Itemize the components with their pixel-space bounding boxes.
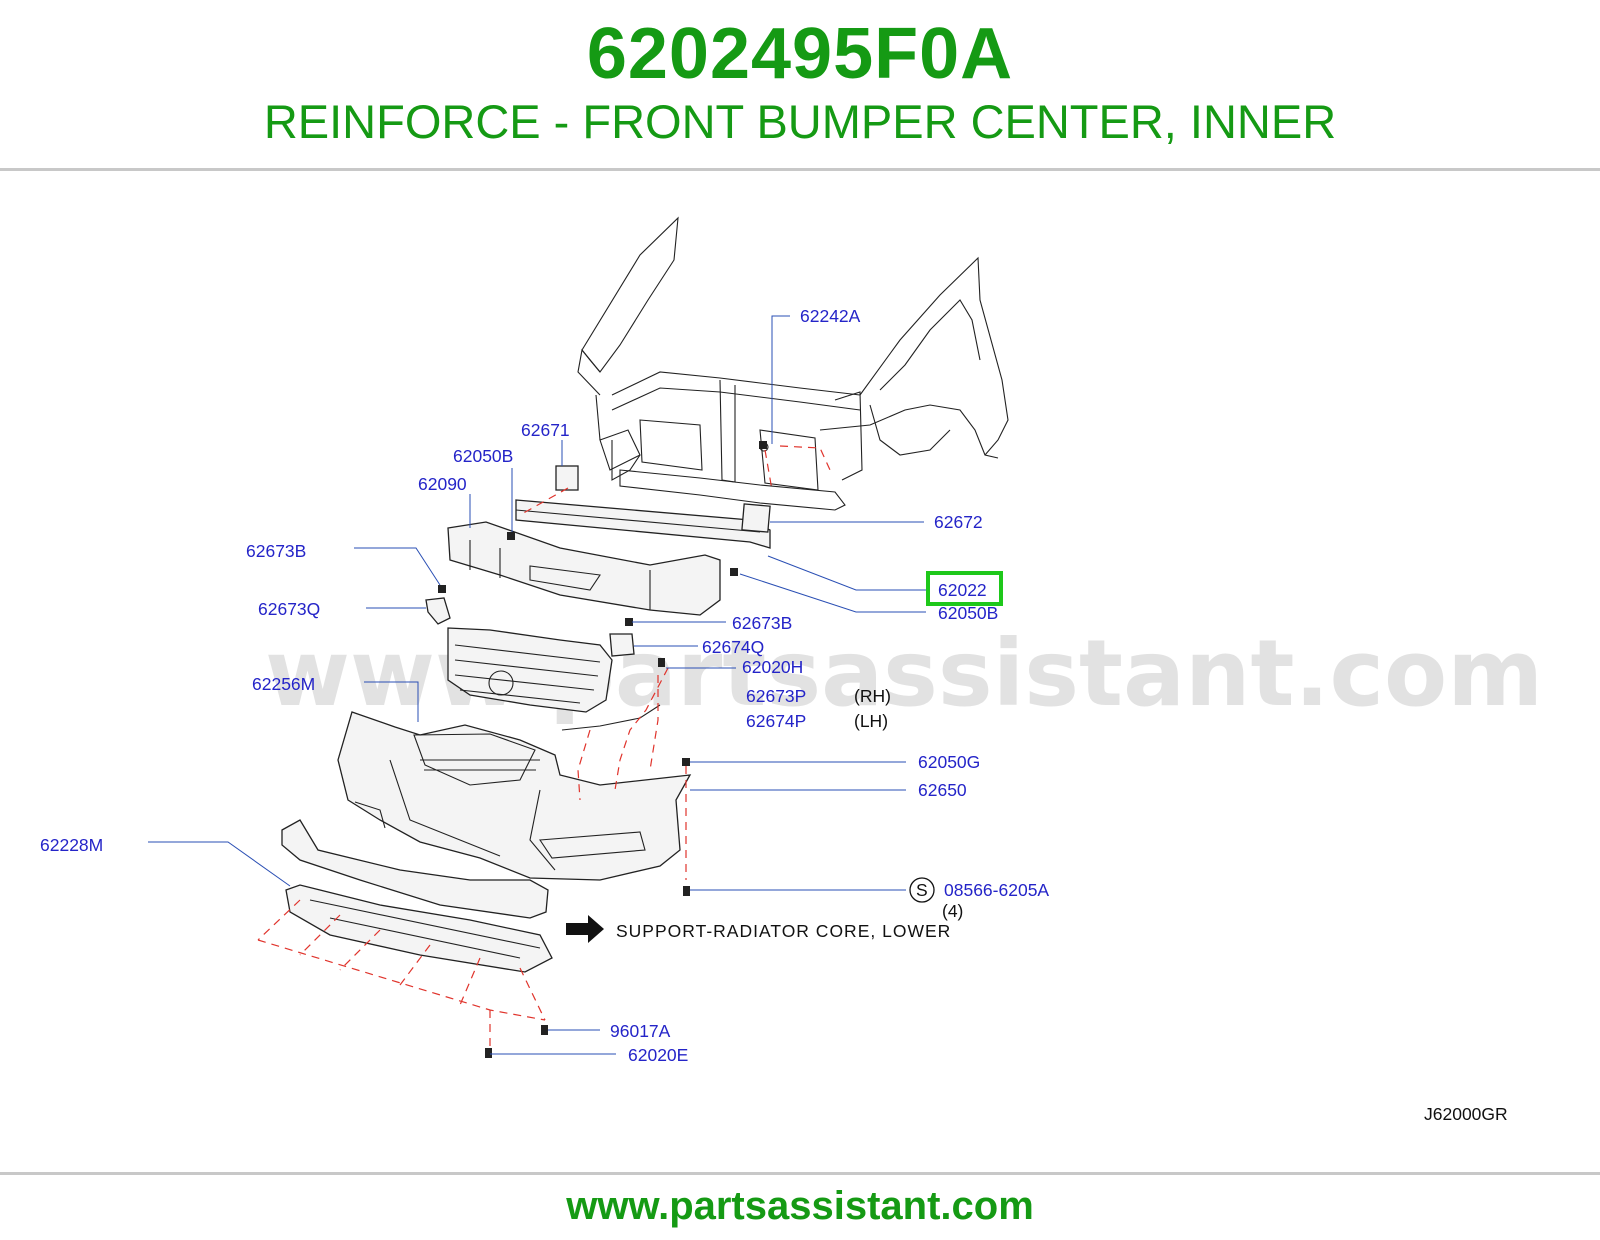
- note-s-marker: S: [916, 880, 928, 900]
- callout-96017A[interactable]: 96017A: [610, 1021, 671, 1041]
- standard-part-marker: [909, 877, 935, 903]
- part-description: REINFORCE - FRONT BUMPER CENTER, INNER: [263, 95, 1337, 148]
- arrow-right-icon: [566, 915, 604, 943]
- callout-62050B-right[interactable]: 62050B: [938, 603, 998, 623]
- callout-62020E[interactable]: 62020E: [628, 1045, 688, 1065]
- callout-62672[interactable]: 62672: [934, 512, 983, 532]
- callout-62228M[interactable]: 62228M: [40, 835, 103, 855]
- callout-62673B-left[interactable]: 62673B: [246, 541, 306, 561]
- part-number-title: 6202495F0A: [586, 14, 1014, 94]
- callout-62650[interactable]: 62650: [918, 780, 967, 800]
- callout-62673Q[interactable]: 62673Q: [258, 599, 320, 619]
- note-lh: (LH): [854, 711, 888, 731]
- note-quantity: (4): [942, 901, 963, 921]
- bumper-fascia-illustration: [337, 711, 692, 881]
- drawing-code: J62000GR: [1424, 1104, 1508, 1124]
- callout-62050B-top[interactable]: 62050B: [453, 446, 513, 466]
- callout-62242A[interactable]: 62242A: [800, 306, 861, 326]
- callout-62673P[interactable]: 62673P: [746, 686, 806, 706]
- footer-divider: [0, 1172, 1600, 1175]
- callout-62050G[interactable]: 62050G: [918, 752, 980, 772]
- lower-cover-illustration: [281, 819, 553, 973]
- radiator-core-support-illustration: [577, 216, 1009, 511]
- grille-illustration: [447, 627, 613, 713]
- callout-62673B-mid[interactable]: 62673B: [732, 613, 792, 633]
- header: 6202495F0A REINFORCE - FRONT BUMPER CENT…: [0, 0, 1600, 170]
- highlight-box: [926, 571, 1003, 606]
- callout-08566-6205A[interactable]: 08566-6205A: [944, 880, 1049, 900]
- callout-62671[interactable]: 62671: [521, 420, 570, 440]
- callout-62090[interactable]: 62090: [418, 474, 467, 494]
- reinforcement-beam-illustration: [515, 465, 771, 549]
- footer-url[interactable]: www.partsassistant.com: [566, 1184, 1034, 1228]
- assembly-dash-lines: [257, 445, 831, 1048]
- callout-62674P[interactable]: 62674P: [746, 711, 806, 731]
- fasteners: [425, 441, 767, 1058]
- callout-62256M[interactable]: 62256M: [252, 674, 315, 694]
- header-divider: [0, 168, 1600, 171]
- callout-62020H[interactable]: 62020H: [742, 657, 803, 677]
- leader-lines: [148, 315, 926, 1055]
- callout-62674Q[interactable]: 62674Q: [702, 637, 764, 657]
- energy-absorber-illustration: [447, 521, 721, 616]
- callout-62022-highlighted[interactable]: 62022: [938, 580, 987, 600]
- note-rh: (RH): [854, 686, 891, 706]
- note-support-radiator-core: SUPPORT-RADIATOR CORE, LOWER: [616, 921, 951, 941]
